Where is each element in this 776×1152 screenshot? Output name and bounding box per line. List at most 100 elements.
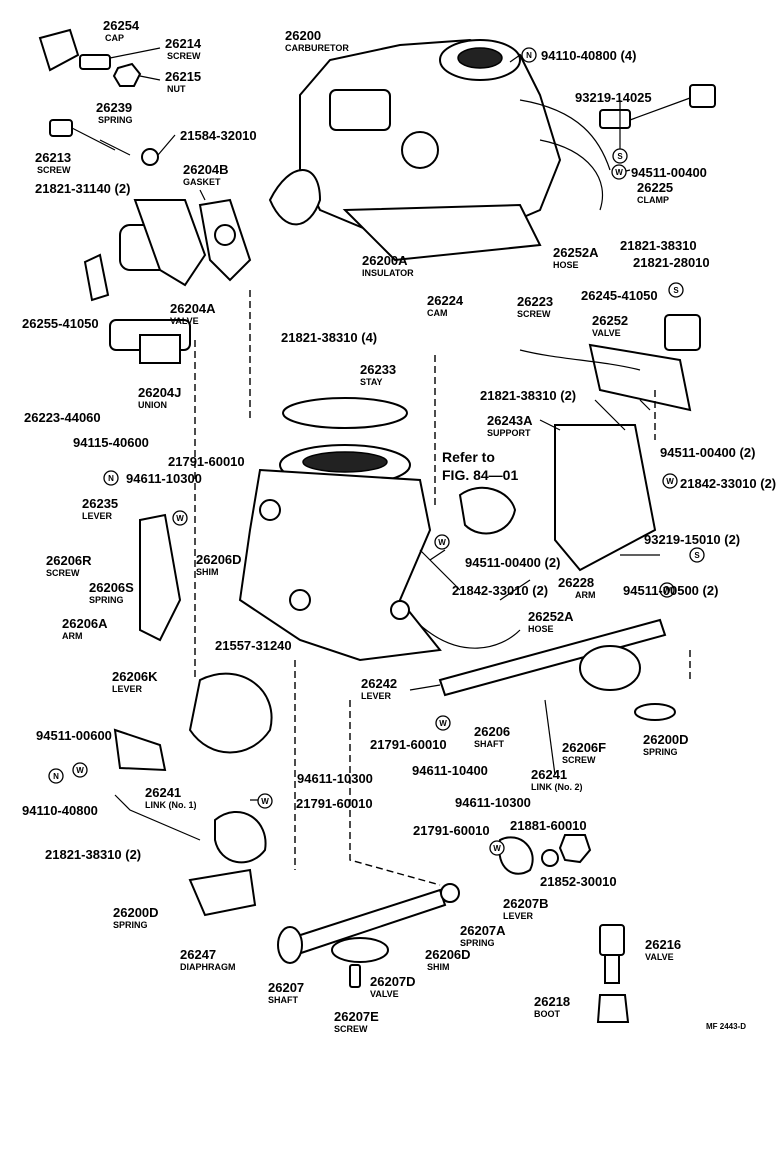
label-code: 26223-44060 [24, 410, 101, 425]
marker-w: W [662, 473, 678, 489]
label-code: 26252A [528, 609, 574, 624]
cap-screw-nut [38, 28, 159, 166]
svg-text:S: S [617, 152, 623, 161]
label-name: LEVER [503, 911, 534, 921]
label-code: 26206R [46, 553, 92, 568]
valve-gasket-union [83, 198, 252, 364]
label-code: 26239 [96, 100, 132, 115]
label-code: 26200 [285, 28, 321, 43]
label-code: 21584-32010 [180, 128, 257, 143]
label-code: 94611-10300 [126, 471, 202, 486]
label-code: 26225 [637, 180, 673, 195]
label-code: 94115-40600 [73, 435, 149, 450]
marker-w: W [611, 164, 627, 180]
figure-tag: MF 2443-D [706, 1022, 746, 1031]
marker-w: W [72, 762, 88, 778]
svg-text:W: W [663, 586, 671, 595]
insulator-part [342, 203, 542, 262]
label-code: 26242 [361, 676, 397, 691]
label-name: BOOT [534, 1009, 561, 1019]
label-name: SCREW [167, 51, 201, 61]
label-code: 94511-00600 [36, 728, 112, 743]
svg-text:N: N [53, 772, 59, 781]
label-name: UNION [138, 400, 167, 410]
marker-w: W [659, 582, 675, 598]
label-name: VALVE [645, 952, 674, 962]
label-code: 94511-00400 (2) [465, 555, 560, 570]
label-name: SPRING [460, 938, 495, 948]
svg-text:N: N [108, 474, 114, 483]
label-name: SCREW [37, 165, 71, 175]
label-name: ARM [62, 631, 83, 641]
label-code: 94511-00400 [631, 165, 707, 180]
label-code: 26228 [558, 575, 594, 590]
label-code: 21821-38310 (2) [480, 388, 576, 403]
shaft-hose [419, 618, 676, 721]
label-code: 21842-33010 (2) [680, 476, 776, 491]
svg-text:W: W [261, 797, 269, 806]
label-code: 21881-60010 [510, 818, 587, 833]
label-code: 21842-33010 (2) [452, 583, 548, 598]
label-name: SCREW [562, 755, 596, 765]
marker-s: S [668, 282, 684, 298]
marker-w: W [172, 510, 188, 526]
svg-text:W: W [176, 514, 184, 523]
label-code: 26206 [474, 724, 510, 739]
label-name: VALVE [170, 316, 199, 326]
label-name: GASKET [183, 177, 221, 187]
label-code: 26218 [534, 994, 570, 1009]
label-name: NUT [167, 84, 186, 94]
label-code: 26207D [370, 974, 416, 989]
label-name: SPRING [643, 747, 678, 757]
label-code: 26207E [334, 1009, 379, 1024]
marker-n: N [48, 768, 64, 784]
label-name: SPRING [113, 920, 148, 930]
refer-fig-text: FIG. 84—01 [442, 467, 518, 483]
svg-text:N: N [526, 51, 532, 60]
label-code: 21791-60010 [296, 796, 373, 811]
linkage-left [113, 513, 273, 917]
label-code: 26223 [517, 294, 553, 309]
marker-w: W [434, 534, 450, 550]
label-code: 94611-10300 [455, 795, 531, 810]
label-name: ARM [575, 590, 596, 600]
label-code: 26243A [487, 413, 533, 428]
part-labels: 26254 CAP 26214 SCREW 26215 NUT 26239 SP… [22, 18, 776, 1034]
label-name: SHAFT [474, 739, 504, 749]
label-name: LEVER [112, 684, 143, 694]
label-name: LINK (No. 2) [531, 782, 583, 792]
marker-n: N [521, 47, 537, 63]
label-code: 93219-15010 (2) [644, 532, 740, 547]
label-code: 26204B [183, 162, 229, 177]
label-code: 21821-38310 (4) [281, 330, 377, 345]
svg-text:S: S [673, 286, 679, 295]
label-code: 26206D [196, 552, 242, 567]
label-code: 26214 [165, 36, 202, 51]
label-name: HOSE [528, 624, 554, 634]
label-code: 26206S [89, 580, 134, 595]
label-code: 26241 [145, 785, 181, 800]
label-code: 26241 [531, 767, 567, 782]
label-code: 94611-10300 [297, 771, 373, 786]
label-name: VALVE [370, 989, 399, 999]
label-name: LINK (No. 1) [145, 800, 197, 810]
label-code: 21557-31240 [215, 638, 292, 653]
label-code: 21852-30010 [540, 874, 617, 889]
refer-to-text: Refer to [442, 449, 495, 465]
marker-s: S [612, 148, 628, 164]
label-code: 26255-41050 [22, 316, 99, 331]
label-name: SPRING [89, 595, 124, 605]
label-name: CARBURETOR [285, 43, 349, 53]
label-name: INSULATOR [362, 268, 414, 278]
carburetor-assembly [268, 38, 716, 242]
label-name: CAM [427, 308, 448, 318]
label-name: CLAMP [637, 195, 669, 205]
label-name: STAY [360, 377, 383, 387]
label-code: 21821-31140 (2) [35, 181, 130, 196]
marker-w: W [435, 715, 451, 731]
label-name: CAP [105, 33, 124, 43]
label-name: VALVE [592, 328, 621, 338]
label-code: 26233 [360, 362, 396, 377]
label-name: SCREW [46, 568, 80, 578]
